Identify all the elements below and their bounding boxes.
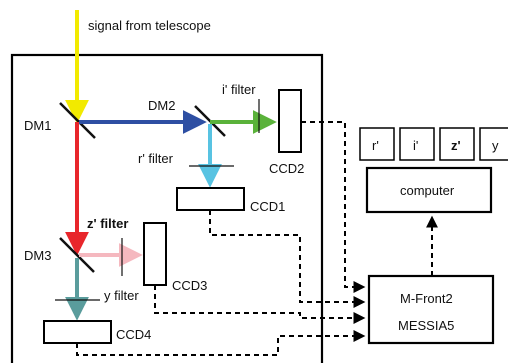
- link-ccd1: [209, 210, 366, 308]
- link-ccd3: [154, 285, 366, 324]
- ccd4-label: CCD4: [116, 327, 151, 342]
- band-tab-i: [399, 127, 435, 161]
- computer-label: computer: [400, 183, 455, 198]
- link-ccd2: [301, 121, 366, 293]
- ccd3-box: [143, 222, 167, 286]
- dm1-label: DM1: [24, 118, 51, 133]
- dm3-mirror: [59, 237, 95, 273]
- ccd3-label: CCD3: [172, 278, 207, 293]
- ccd1-label: CCD1: [250, 199, 285, 214]
- band-tab-z-label: z': [451, 138, 461, 153]
- source-label: signal from telescope: [88, 18, 211, 33]
- y-filter-label: y filter: [104, 288, 139, 303]
- z-filter-label: z' filter: [87, 216, 128, 231]
- i-filter-label: i' filter: [222, 82, 256, 97]
- ccd1-box: [176, 187, 245, 211]
- band-tab-r: [359, 127, 395, 161]
- band-tabs: r' i' z' y: [359, 127, 508, 161]
- controller-label-2: MESSIA5: [398, 318, 454, 333]
- r-filter-label: r' filter: [138, 151, 174, 166]
- band-tab-i-label: i': [413, 138, 418, 153]
- dm2-label: DM2: [148, 98, 175, 113]
- band-tab-y-label: y: [492, 138, 499, 153]
- dm3-label: DM3: [24, 248, 51, 263]
- ccd2-box: [278, 89, 302, 153]
- ccd4-box: [43, 320, 112, 344]
- instrument-enclosure: [10, 53, 324, 363]
- ccd2-label: CCD2: [269, 161, 304, 176]
- controller-label-1: M-Front2: [400, 291, 453, 306]
- band-tab-r-label: r': [372, 138, 379, 153]
- controller-box: [367, 274, 495, 345]
- dm1-mirror: [59, 102, 96, 139]
- band-tab-y: [479, 127, 508, 161]
- band-tab-z: [439, 127, 475, 161]
- computer-box: [365, 166, 493, 214]
